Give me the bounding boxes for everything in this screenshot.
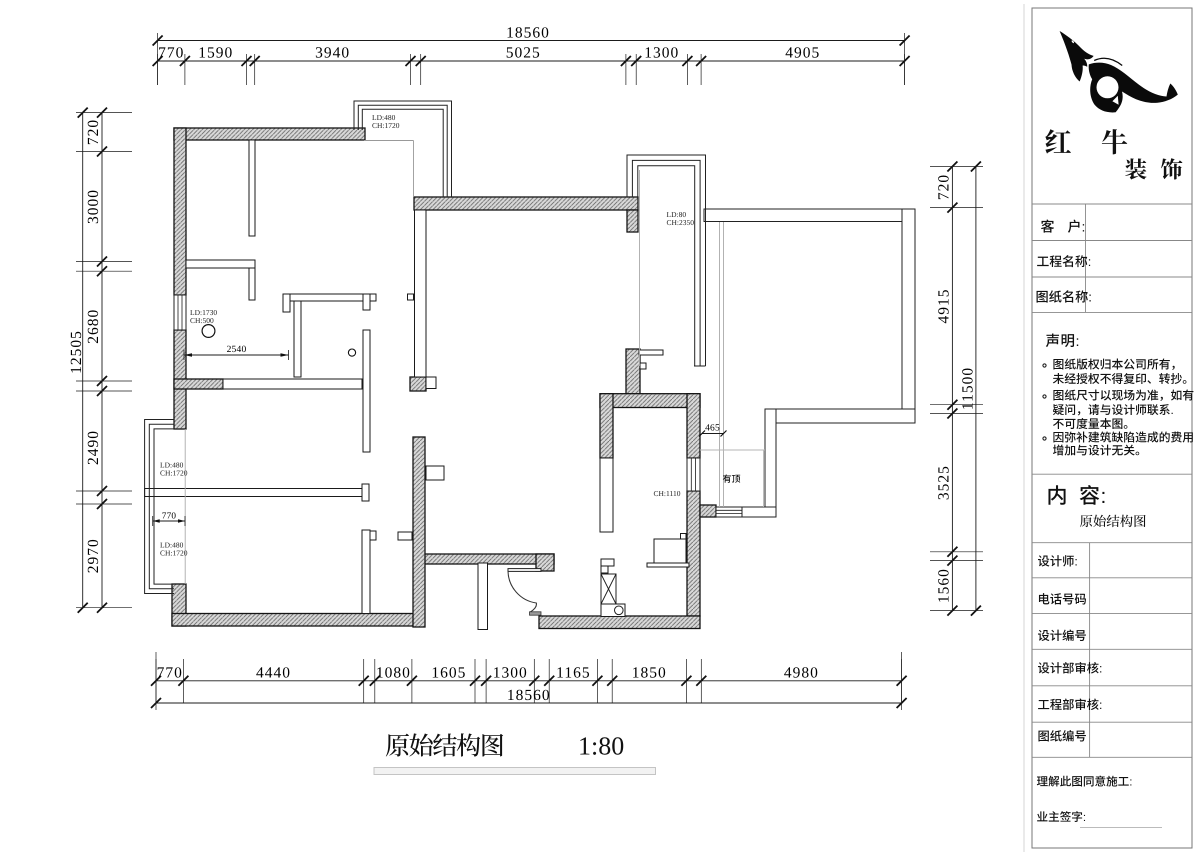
svg-text:1605: 1605 — [431, 665, 466, 682]
svg-text:3525: 3525 — [936, 465, 953, 500]
svg-text:LD:80: LD:80 — [667, 210, 687, 219]
svg-text::: : — [1083, 811, 1086, 824]
svg-text:1560: 1560 — [936, 568, 953, 603]
svg-text:LD:1730: LD:1730 — [190, 308, 217, 317]
svg-text:4905: 4905 — [785, 45, 820, 62]
svg-text:LD:480: LD:480 — [160, 461, 184, 470]
svg-text::: : — [1088, 290, 1092, 305]
svg-text:3000: 3000 — [85, 189, 102, 224]
svg-text::: : — [1099, 698, 1102, 712]
svg-text:CH:1720: CH:1720 — [160, 468, 188, 477]
svg-text:2540: 2540 — [227, 345, 247, 355]
svg-text:465: 465 — [705, 424, 720, 434]
svg-text:.: . — [1171, 403, 1174, 417]
svg-text:LD:480: LD:480 — [160, 541, 184, 550]
svg-text:5025: 5025 — [506, 45, 541, 62]
svg-text:4980: 4980 — [784, 665, 819, 682]
svg-text:CH:1720: CH:1720 — [160, 548, 188, 557]
svg-text:1300: 1300 — [644, 45, 679, 62]
svg-text::: : — [1082, 219, 1086, 235]
svg-text:2680: 2680 — [85, 309, 102, 344]
svg-text:770: 770 — [162, 511, 177, 521]
svg-text::: : — [1074, 555, 1077, 569]
svg-text:1:80: 1:80 — [578, 732, 624, 761]
svg-text:4440: 4440 — [256, 665, 291, 682]
svg-text:2970: 2970 — [85, 538, 102, 573]
svg-text:LD:480: LD:480 — [372, 113, 396, 122]
svg-text:720: 720 — [85, 119, 102, 145]
svg-text:4915: 4915 — [936, 289, 953, 324]
svg-text::: : — [1076, 334, 1080, 350]
svg-text:770: 770 — [157, 665, 183, 682]
svg-text:CH:1720: CH:1720 — [372, 121, 400, 130]
svg-text:1165: 1165 — [556, 665, 590, 682]
svg-text:CH:2350: CH:2350 — [667, 218, 695, 227]
svg-text::: : — [1088, 254, 1092, 269]
svg-text:18560: 18560 — [507, 687, 551, 704]
svg-text:11500: 11500 — [959, 367, 976, 410]
svg-text:1080: 1080 — [376, 665, 411, 682]
svg-text:18560: 18560 — [506, 25, 550, 42]
svg-text:1850: 1850 — [632, 665, 667, 682]
svg-text:12505: 12505 — [68, 330, 85, 374]
svg-text:1590: 1590 — [198, 45, 233, 62]
svg-text:3940: 3940 — [315, 45, 350, 62]
svg-text::: : — [1101, 485, 1107, 508]
svg-text:770: 770 — [158, 45, 184, 62]
svg-text:CH:500: CH:500 — [190, 316, 214, 325]
svg-text:CH:1110: CH:1110 — [654, 489, 681, 498]
svg-text:1300: 1300 — [493, 665, 528, 682]
svg-text::: : — [1099, 662, 1102, 676]
svg-text:2490: 2490 — [85, 430, 102, 465]
svg-text::: : — [1129, 776, 1132, 789]
svg-text:720: 720 — [936, 174, 953, 200]
